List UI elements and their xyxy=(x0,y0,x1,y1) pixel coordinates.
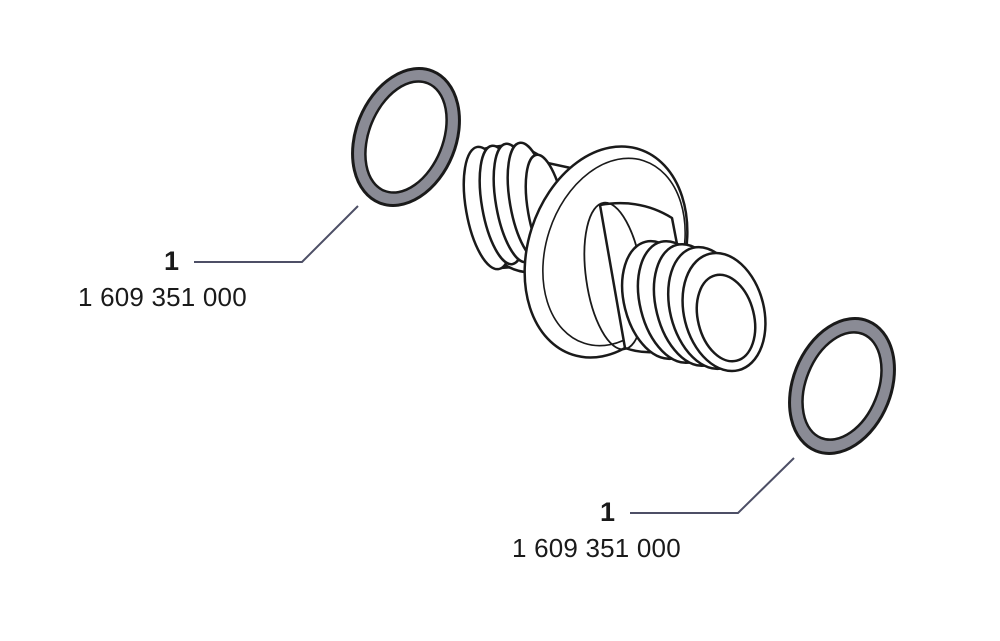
coupling-fitting xyxy=(462,141,767,373)
callout-number-lower: 1 xyxy=(600,497,616,527)
leader-line-upper xyxy=(194,205,359,263)
part-number-lower: 1 609 351 000 xyxy=(512,533,681,563)
part-number-upper: 1 609 351 000 xyxy=(78,282,247,312)
leader-line-lower xyxy=(630,457,795,514)
seal-ring-lower xyxy=(788,317,896,455)
callout-number-upper: 1 xyxy=(164,246,180,276)
seal-ring-upper xyxy=(351,67,461,207)
